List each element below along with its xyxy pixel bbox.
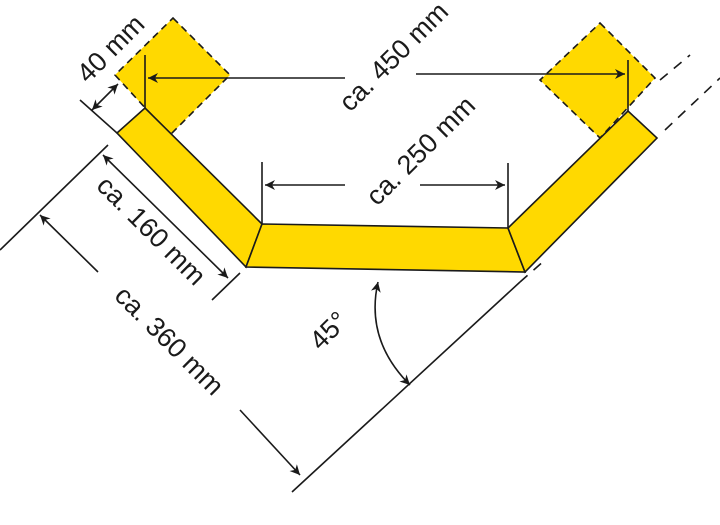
extension-line [211,272,241,301]
label-450mm: ca. 450 mm [333,0,454,117]
label-250mm: ca. 250 mm [360,90,481,211]
reference-line [291,281,521,493]
right-arm [507,109,659,274]
dimension-arrow-40 [91,83,119,111]
reference-line-dashed [659,54,691,81]
dimension-arrow-360 [239,409,301,476]
left-mount-plate [113,16,232,137]
dimension-arrow-360 [39,214,99,273]
reference-line-dashed [519,259,546,283]
bottom-segment [244,223,527,273]
label-angle: 45° [304,306,354,356]
angle-arc [370,281,411,386]
extension-line [0,144,109,251]
left-arm [115,106,263,269]
reference-line-dashed [664,77,720,131]
extension-line [79,99,118,134]
label-360mm: ca. 360 mm [109,280,230,401]
dimension-arrow-160 [102,154,229,279]
